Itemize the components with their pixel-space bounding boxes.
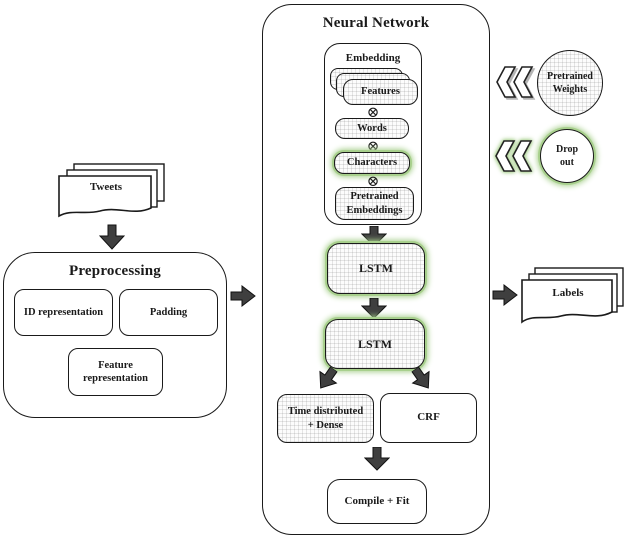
- document-stack-icon: [58, 163, 165, 218]
- embedding-label: Embedding: [345, 52, 401, 64]
- labels-label: Labels: [552, 287, 584, 299]
- embedding-container: Embedding Features ⊗ Words ⊗ Characters …: [324, 43, 422, 225]
- lstm2-label: LSTM: [357, 336, 392, 351]
- arrow-tweets-to-preprocessing: [99, 224, 125, 250]
- chevron-left-icon: [495, 140, 533, 172]
- arrow-lstm1-to-lstm2: [361, 298, 387, 319]
- preprocessing-title: Preprocessing: [68, 263, 162, 279]
- dropout-label: Drop out: [555, 144, 579, 168]
- arrow-down-icon: [364, 447, 390, 471]
- arrow-embedding-to-lstm1: [361, 226, 387, 247]
- arrow-to-compile-fit: [364, 447, 390, 471]
- chevrons-pretrained-weights: [495, 65, 537, 99]
- lstm2-box: LSTM: [325, 319, 425, 369]
- feature-representation-box: Feature representation: [68, 348, 163, 396]
- characters-box: Characters: [334, 152, 410, 174]
- neural-network-title: Neural Network: [322, 15, 430, 31]
- neural-network-container: Neural Network Embedding Features ⊗ Word…: [262, 4, 490, 535]
- arrow-lstm2-to-timedistributed: [311, 363, 343, 395]
- pretrained-weights-circle: Pretrained Weights: [537, 50, 603, 116]
- pretrained-weights-label: Pretrained Weights: [547, 71, 593, 95]
- padding-box: Padding: [119, 289, 218, 336]
- lstm1-label: LSTM: [358, 261, 393, 275]
- crf-label: CRF: [417, 411, 440, 424]
- features-box: Features: [343, 79, 418, 105]
- chevrons-dropout: [494, 139, 536, 173]
- arrow-down-icon: [361, 298, 387, 319]
- arrow-lstm2-to-crf: [406, 363, 438, 395]
- labels-document-stack: Labels: [521, 267, 627, 327]
- document-stack-icon: [521, 267, 624, 324]
- lstm1-box: LSTM: [327, 243, 425, 294]
- compile-fit-label: Compile + Fit: [344, 494, 410, 507]
- tweets-document-stack: Tweets: [58, 163, 170, 221]
- words-box: Words: [335, 118, 409, 139]
- arrow-down-right-icon: [411, 366, 430, 389]
- id-representation-label: ID representation: [23, 306, 104, 318]
- time-distributed-dense-label: Time distributed + Dense: [287, 406, 364, 431]
- characters-label: Characters: [346, 157, 398, 169]
- id-representation-box: ID representation: [14, 289, 113, 336]
- dropout-circle: Drop out: [540, 129, 594, 183]
- compile-fit-box: Compile + Fit: [327, 479, 427, 524]
- arrow-right-icon: [230, 285, 256, 307]
- arrow-network-to-labels: [492, 284, 518, 306]
- crf-box: CRF: [380, 393, 477, 443]
- tweets-label: Tweets: [89, 181, 123, 193]
- features-label: Features: [361, 86, 400, 98]
- preprocessing-container: Preprocessing ID representation Padding …: [3, 252, 227, 418]
- arrow-preprocessing-to-network: [230, 285, 256, 307]
- feature-representation-label: Feature representation: [83, 359, 148, 384]
- arrow-down-left-icon: [319, 366, 338, 389]
- arrow-down-icon: [361, 226, 387, 247]
- pretrained-embeddings-label: Pretrained Embeddings: [346, 191, 403, 216]
- otimes-icon: ⊗: [366, 139, 380, 155]
- time-distributed-dense-box: Time distributed + Dense: [277, 394, 374, 443]
- arrow-down-icon: [99, 224, 125, 250]
- otimes-icon: ⊗: [366, 105, 380, 121]
- chevron-left-icon: [496, 66, 534, 98]
- pretrained-embeddings-box: Pretrained Embeddings: [335, 187, 414, 220]
- arrow-right-icon: [492, 284, 518, 306]
- padding-label: Padding: [149, 306, 188, 318]
- words-label: Words: [357, 122, 387, 134]
- otimes-icon: ⊗: [366, 174, 380, 190]
